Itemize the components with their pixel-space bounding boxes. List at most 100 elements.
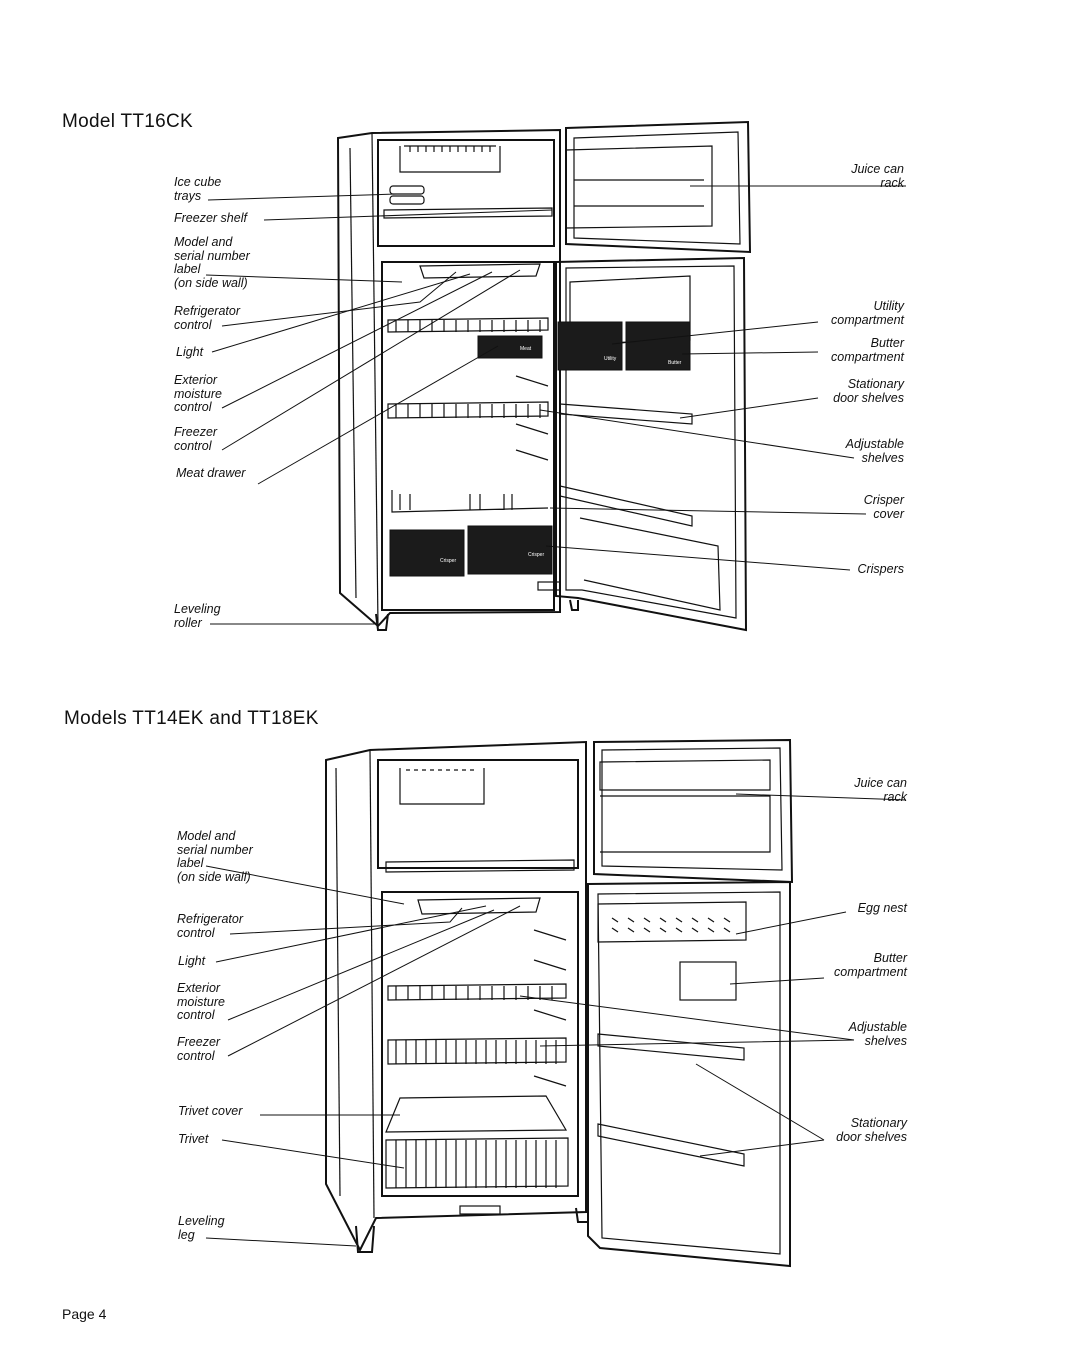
label-ice-cube-trays: Ice cube trays	[174, 175, 222, 203]
label-refrigerator-control-2: Refrigerator control	[177, 912, 243, 940]
leader-stationary-door-shelves	[679, 397, 819, 419]
ice-tray-ridges	[409, 146, 491, 152]
roller-right	[569, 599, 579, 611]
ice-cube-tray-1	[389, 185, 425, 195]
control-housing-2	[417, 897, 541, 915]
freezer-compartment	[377, 139, 555, 247]
label-refrigerator-control: Refrigerator control	[174, 304, 240, 332]
stationary-door-shelf-2	[559, 485, 693, 527]
leader-light-2	[215, 905, 487, 963]
leader-freezer-shelf	[263, 209, 553, 221]
label-crispers: Crispers	[857, 562, 904, 576]
ice-cube-tray-2	[389, 195, 425, 205]
egg-nest	[597, 901, 747, 943]
label-stationary-door-shelves-2: Stationary door shelves	[836, 1116, 907, 1144]
label-meat-drawer: Meat drawer	[176, 466, 246, 480]
leader-refrigerator-control-2	[229, 907, 463, 935]
svg-text:Crisper: Crisper	[440, 558, 456, 564]
leveling-roller	[375, 613, 389, 631]
leader-freezer-control	[221, 269, 521, 451]
label-freezer-control-2: Freezer control	[177, 1035, 221, 1063]
label-leveling-leg: Leveling leg	[178, 1214, 225, 1242]
label-crisper-cover: Crisper cover	[863, 493, 904, 521]
leader-crisper-cover	[549, 507, 867, 515]
page-number: Page 4	[62, 1306, 107, 1322]
label-exterior-moisture-control: Exterior moisture control	[174, 373, 222, 414]
freezer-floor-2	[385, 859, 575, 873]
cabinet-outline	[336, 128, 561, 628]
leader-butter-compartment-2	[729, 977, 825, 985]
leader-trivet	[221, 1139, 405, 1169]
refrigerator-tt16ck-drawing: Meat Crisper Crisper Utility Butter	[205, 120, 906, 632]
control-housing	[419, 263, 541, 279]
freezer-door-2	[593, 738, 794, 884]
crisper-left	[389, 529, 465, 577]
fresh-food-compartment-2	[381, 891, 579, 1197]
fresh-food-compartment	[381, 261, 555, 611]
stationary-door-shelf-3	[579, 517, 721, 611]
leader-egg-nest	[735, 911, 847, 935]
svg-text:Meat: Meat	[520, 346, 532, 352]
leader-freezer-control-2	[227, 905, 521, 1057]
shelf-supports-2	[533, 929, 567, 1087]
freezer-door	[565, 120, 752, 254]
label-stationary-door-shelves: Stationary door shelves	[833, 377, 904, 405]
label-trivet-cover: Trivet cover	[178, 1104, 243, 1118]
adjustable-shelf-1	[387, 983, 567, 1001]
freezer-compartment-2	[377, 759, 579, 869]
fresh-food-door	[555, 256, 748, 632]
crisper-right	[467, 525, 553, 575]
leader-light	[211, 273, 471, 353]
trivet	[385, 1137, 569, 1189]
label-egg-nest: Egg nest	[857, 901, 907, 915]
leader-exterior-moisture-2	[227, 909, 495, 1021]
leveling-leg	[355, 1225, 375, 1253]
label-light: Light	[176, 345, 204, 359]
adjustable-shelf-2	[387, 1037, 567, 1065]
leader-leveling-leg	[205, 1237, 357, 1247]
cabinet-outline-2	[325, 740, 587, 1253]
ice-tray-box	[399, 146, 501, 173]
meat-drawer	[477, 335, 543, 359]
label-model-serial-number-2: Model and serial number label (on side w…	[177, 829, 253, 884]
model-tt16ck-heading: Model TT16CK	[62, 111, 194, 132]
door-shelf-1	[597, 1033, 745, 1061]
svg-text:Butter: Butter	[668, 360, 682, 366]
leader-meat-drawer	[257, 345, 499, 485]
grille-2	[459, 1205, 501, 1215]
cabinet-front-edge	[371, 132, 379, 627]
utility-compartment	[557, 321, 623, 371]
cabinet-side-line	[349, 147, 357, 599]
ice-tray-box-2	[399, 768, 485, 805]
leader-adjustable-shelves-2	[519, 995, 855, 1047]
leader-ice-cube-trays	[207, 193, 397, 201]
butter-compartment-2	[679, 961, 737, 1001]
label-adjustable-shelves-2: Adjustable shelves	[848, 1020, 907, 1048]
leader-exterior-moisture	[221, 271, 493, 409]
leader-stationary-door-shelves-2	[695, 1063, 825, 1157]
grille	[537, 581, 561, 591]
leader-utility-compartment	[611, 321, 819, 345]
label-freezer-shelf: Freezer shelf	[174, 211, 247, 225]
label-butter-compartment-2: Butter compartment	[834, 951, 907, 979]
label-exterior-moisture-control-2: Exterior moisture control	[177, 981, 225, 1022]
shelf-supports	[515, 375, 549, 461]
leader-adjustable-shelves	[539, 409, 855, 459]
juice-can-rack-2	[599, 759, 771, 791]
label-trivet: Trivet	[178, 1132, 209, 1146]
leader-model-serial	[205, 274, 403, 283]
stationary-door-shelf-1	[559, 403, 693, 425]
label-freezer-control: Freezer control	[174, 425, 218, 453]
leader-model-serial-2	[205, 865, 405, 905]
svg-text:Crisper: Crisper	[528, 552, 544, 558]
label-adjustable-shelves: Adjustable shelves	[845, 437, 904, 465]
butter-compartment	[625, 321, 691, 371]
leader-crispers	[545, 545, 851, 571]
label-model-serial-number: Model and serial number label (on side w…	[174, 235, 250, 290]
juice-can-rack	[565, 145, 713, 229]
leader-butter-compartment	[681, 351, 819, 355]
label-butter-compartment: Butter compartment	[831, 336, 904, 364]
label-light-2: Light	[178, 954, 206, 968]
crisper-cover	[391, 490, 549, 513]
